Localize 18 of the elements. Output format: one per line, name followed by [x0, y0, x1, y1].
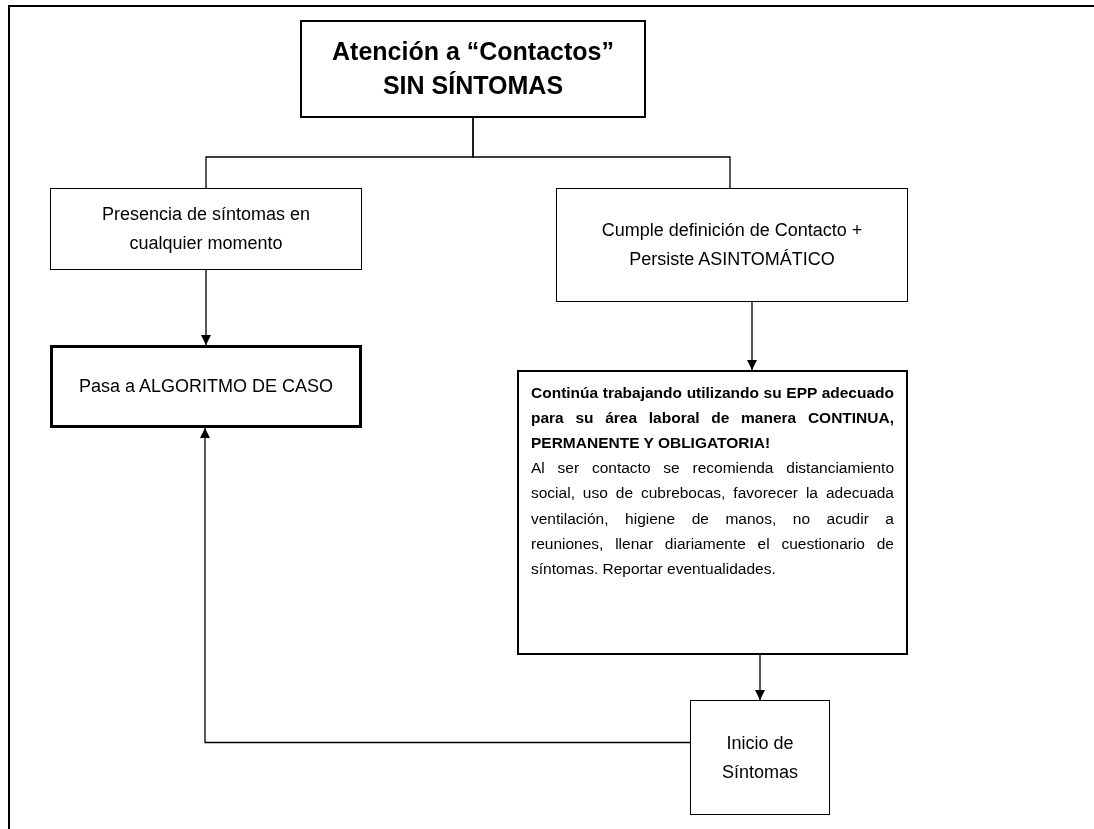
box-label: Cumple definición de Contacto + Persiste ASINTOMÁTICO: [600, 219, 864, 271]
box-label: Atención a “Contactos” SIN SÍNTOMAS: [331, 36, 615, 101]
process-box: [50, 345, 362, 428]
box-label: Pasa a ALGORITMO DE CASO: [78, 375, 334, 399]
title-box: [300, 20, 646, 118]
box-label: Presencia de síntomas en cualquier momento: [100, 203, 312, 255]
box-label: Inicio de Síntomas: [720, 731, 799, 784]
instruction-text: Al ser contacto se recomienda distanciamiento social, uso de cubrebocas, favorecer la adecuada ventilación, higiene de manos, no acudir a reuniones, llenar diariamente el cuestionario de síntomas. Reportar eventualidades.: [531, 458, 894, 579]
arrow: [200, 427, 691, 744]
process-box: [690, 700, 830, 815]
process-box: [556, 188, 908, 302]
arrow: [201, 269, 211, 346]
process-box: [50, 188, 362, 270]
instruction-heading: Continúa trabajando utilizando su EPP adecuado para su área laboral de manera CONTINUA, PERMANENTE Y OBLIGATORIA!: [531, 383, 894, 454]
arrow: [755, 654, 765, 701]
connector-line: [472, 117, 731, 189]
arrow: [747, 301, 757, 371]
process-box: [517, 370, 908, 655]
